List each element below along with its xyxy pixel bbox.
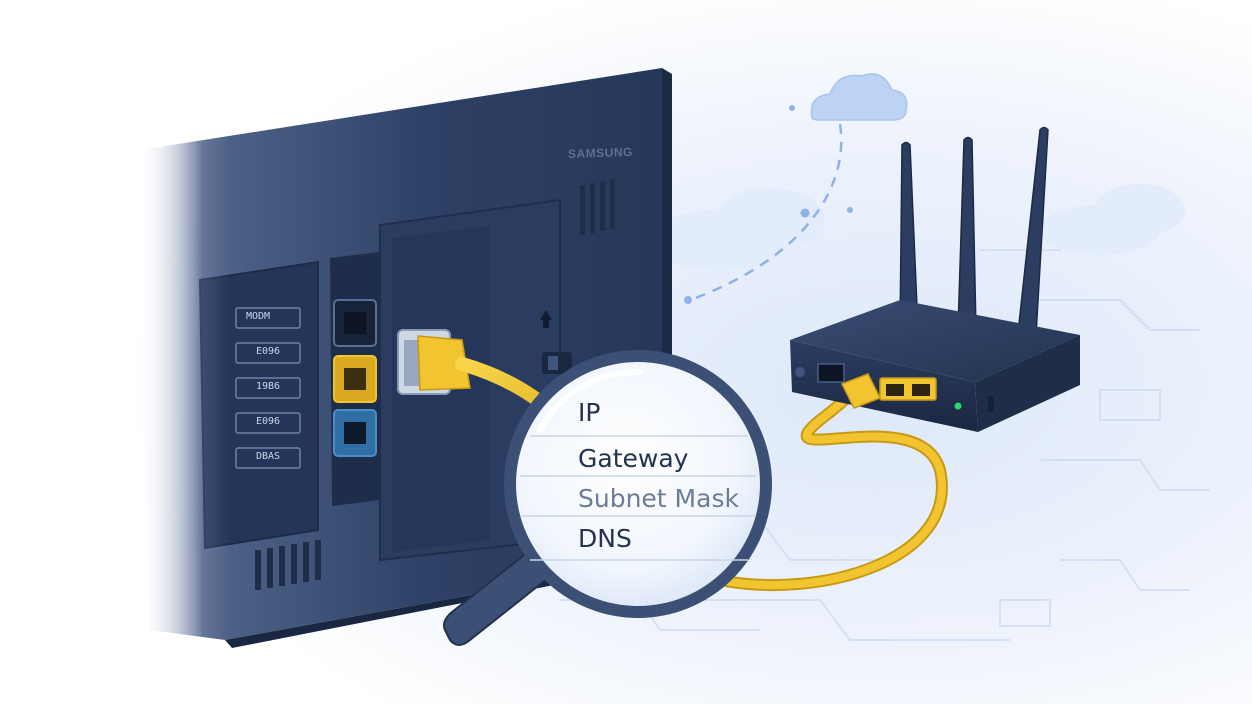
link-dot <box>684 296 692 304</box>
link-dot <box>789 105 795 111</box>
port-label: 19B6 <box>256 381 281 392</box>
ethernet-plug-tv <box>397 329 471 395</box>
lens-text-ip: IP <box>578 398 601 427</box>
tv-brand-label: SAMSUNG <box>567 144 634 162</box>
wireless-link-line <box>689 123 843 302</box>
router <box>790 126 1080 432</box>
port-label-boxes <box>235 307 301 469</box>
cloud-icon <box>810 73 908 121</box>
lens-text-dns: DNS <box>578 524 632 553</box>
lens-text-subnet-mask: Subnet Mask <box>578 484 739 513</box>
lens-text-gateway: Gateway <box>578 444 689 473</box>
link-dot <box>800 208 810 218</box>
port-label: E096 <box>256 416 281 427</box>
link-dot <box>847 207 853 213</box>
cloud-shapes-soft <box>650 184 1185 270</box>
magnifying-glass <box>443 350 772 646</box>
ethernet-cable <box>716 386 946 590</box>
port-label: DBAS <box>256 451 281 462</box>
status-led <box>954 402 962 410</box>
tv-ethernet-ports <box>333 299 377 457</box>
port-label: MODM <box>246 311 271 322</box>
left-fade <box>0 0 230 704</box>
port-label: E096 <box>256 346 281 357</box>
ethernet-plug-router <box>840 373 882 409</box>
